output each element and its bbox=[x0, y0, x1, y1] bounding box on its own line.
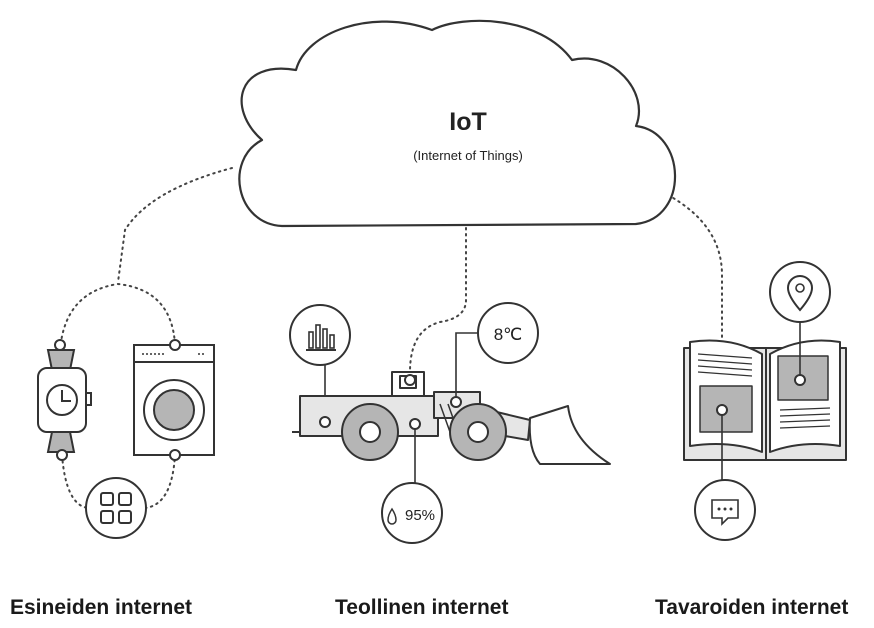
cloud-title: IoT bbox=[449, 108, 487, 136]
wheel-loader-icon bbox=[292, 371, 611, 465]
connector-lines bbox=[59, 167, 723, 509]
connector-device-loop bbox=[59, 282, 176, 351]
connector-nodes-left bbox=[54, 339, 181, 461]
caption-tavaroiden-internet: Tavaroiden internet bbox=[655, 596, 849, 619]
droplet-icon bbox=[381, 425, 443, 544]
connector-grid-washer bbox=[144, 454, 176, 509]
bar-chart-icon bbox=[289, 304, 351, 420]
connector-cloud-right bbox=[667, 194, 723, 411]
map-pin-icon bbox=[769, 261, 831, 378]
smartwatch-icon bbox=[37, 349, 92, 453]
app-grid-icon bbox=[85, 477, 147, 539]
connector-nodes-right bbox=[716, 374, 806, 416]
connector-cloud-left bbox=[117, 167, 233, 283]
thermometer-icon bbox=[455, 302, 539, 400]
caption-esineiden-internet: Esineiden internet bbox=[10, 596, 193, 619]
washing-machine-icon bbox=[133, 344, 215, 456]
temperature-value: 8℃ bbox=[494, 325, 523, 344]
cloud-icon bbox=[238, 19, 677, 228]
connector-watch-grid bbox=[61, 454, 89, 509]
connector-nodes-center bbox=[319, 374, 462, 430]
open-book-icon bbox=[683, 339, 847, 461]
caption-teollinen-internet: Teollinen internet bbox=[335, 596, 509, 619]
chat-bubble-icon bbox=[694, 414, 756, 541]
connector-cloud-center bbox=[409, 221, 467, 373]
cloud-subtitle: (Internet of Things) bbox=[413, 148, 523, 163]
humidity-value: 95% bbox=[405, 507, 435, 524]
